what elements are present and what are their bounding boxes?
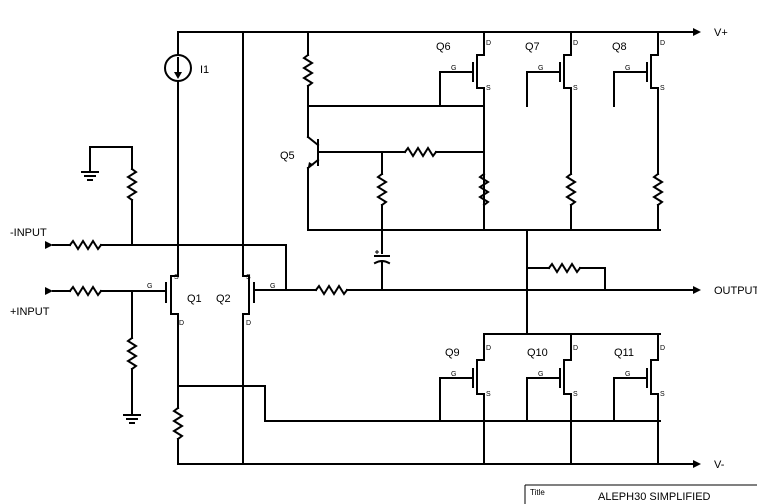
- resistor-q5-collector: [302, 53, 314, 88]
- output-label: OUTPUT: [714, 285, 757, 297]
- vminus-rail: V-: [177, 459, 725, 471]
- resistor-q6-source: [478, 172, 490, 207]
- mosfet-q11: G D S Q11: [613, 333, 665, 465]
- lower-gate-rail: [439, 377, 615, 422]
- resistor-neg-divider: [126, 167, 138, 202]
- ground-symbol-1: [81, 171, 99, 181]
- q7-drain-pin: D: [573, 40, 578, 47]
- mosfet-q10: G D S Q10: [526, 333, 578, 465]
- neg-input: -INPUT: [10, 227, 287, 291]
- capacitor: [373, 229, 391, 291]
- title-caption: Title: [530, 488, 545, 497]
- resistor-gate-drive: [314, 284, 349, 296]
- q1-gate-pin: G: [147, 283, 152, 290]
- vplus-rail: V+: [177, 27, 728, 39]
- neg-input-label: -INPUT: [10, 227, 47, 239]
- resistor-neg-input: [68, 239, 103, 251]
- q2-source-pin: S: [246, 274, 251, 281]
- current-source-i1: I1: [164, 31, 209, 277]
- resistor-q7-source: [565, 172, 577, 207]
- current-source-label: I1: [200, 64, 209, 76]
- q9-source-pin: S: [486, 391, 491, 398]
- vminus-label: V-: [714, 459, 725, 471]
- q2-gate-pin: G: [270, 283, 275, 290]
- q9-gate-pin: G: [451, 371, 456, 378]
- q9-drain-pin: D: [486, 345, 491, 352]
- resistor-q5-base: [403, 146, 438, 158]
- q7-label: Q7: [525, 41, 540, 53]
- mosfet-q9: G D S Q9: [439, 333, 491, 465]
- mosfet-q8: G D S Q8: [612, 31, 665, 231]
- title-block: Title ALEPH30 SIMPLIFIED: [524, 484, 757, 504]
- ground-symbol-2: [123, 414, 141, 424]
- q6-label: Q6: [436, 41, 451, 53]
- q10-label: Q10: [527, 347, 548, 359]
- mosfet-q7: G D S Q7: [525, 31, 578, 231]
- title-name: ALEPH30 SIMPLIFIED: [598, 491, 711, 503]
- mosfet-q2: G S D Q2: [216, 274, 275, 465]
- q8-gate-pin: G: [625, 65, 630, 72]
- mosfet-q1: G S D Q1: [147, 274, 202, 409]
- mosfet-q6: G D S Q6: [436, 31, 491, 231]
- vplus-label: V+: [714, 27, 728, 39]
- q6-drain-pin: D: [486, 40, 491, 47]
- neg-input-ground-divider: [81, 146, 138, 246]
- pos-input: +INPUT: [10, 285, 167, 424]
- q6-source-pin: S: [486, 85, 491, 92]
- q1-drain-pin: D: [179, 320, 184, 327]
- output-node: [483, 229, 661, 335]
- q11-drain-pin: D: [660, 345, 665, 352]
- q7-source-pin: S: [573, 85, 578, 92]
- q10-drain-pin: D: [573, 345, 578, 352]
- q11-label: Q11: [614, 347, 634, 359]
- q11-gate-pin: G: [625, 371, 630, 378]
- resistor-q5-emitter: [376, 172, 388, 207]
- q8-drain-pin: D: [660, 40, 665, 47]
- q5-label: Q5: [280, 150, 295, 162]
- q1-drain-network: [172, 385, 661, 465]
- q6-gate-pin: G: [451, 65, 456, 72]
- q8-source-pin: S: [660, 85, 665, 92]
- q1-source-pin: S: [174, 274, 179, 281]
- resistor-pos-input: [68, 285, 103, 297]
- bias-network: Q5: [280, 31, 661, 231]
- resistor-pos-divider: [126, 336, 138, 371]
- q2-label: Q2: [216, 293, 231, 305]
- upper-gate-rail: [439, 71, 615, 107]
- resistor-q1-drain: [172, 406, 184, 441]
- q7-gate-pin: G: [538, 65, 543, 72]
- q8-label: Q8: [612, 41, 627, 53]
- q11-source-pin: S: [660, 391, 665, 398]
- q1-label: Q1: [187, 293, 202, 305]
- q10-source-pin: S: [573, 391, 578, 398]
- q2-drain-pin: D: [246, 320, 251, 327]
- resistor-q8-source: [652, 172, 664, 207]
- q10-gate-pin: G: [538, 371, 543, 378]
- q9-label: Q9: [445, 347, 460, 359]
- resistor-output-feedback: [547, 262, 582, 274]
- gate-drive-net: OUTPUT: [285, 284, 757, 297]
- pos-input-label: +INPUT: [10, 306, 50, 318]
